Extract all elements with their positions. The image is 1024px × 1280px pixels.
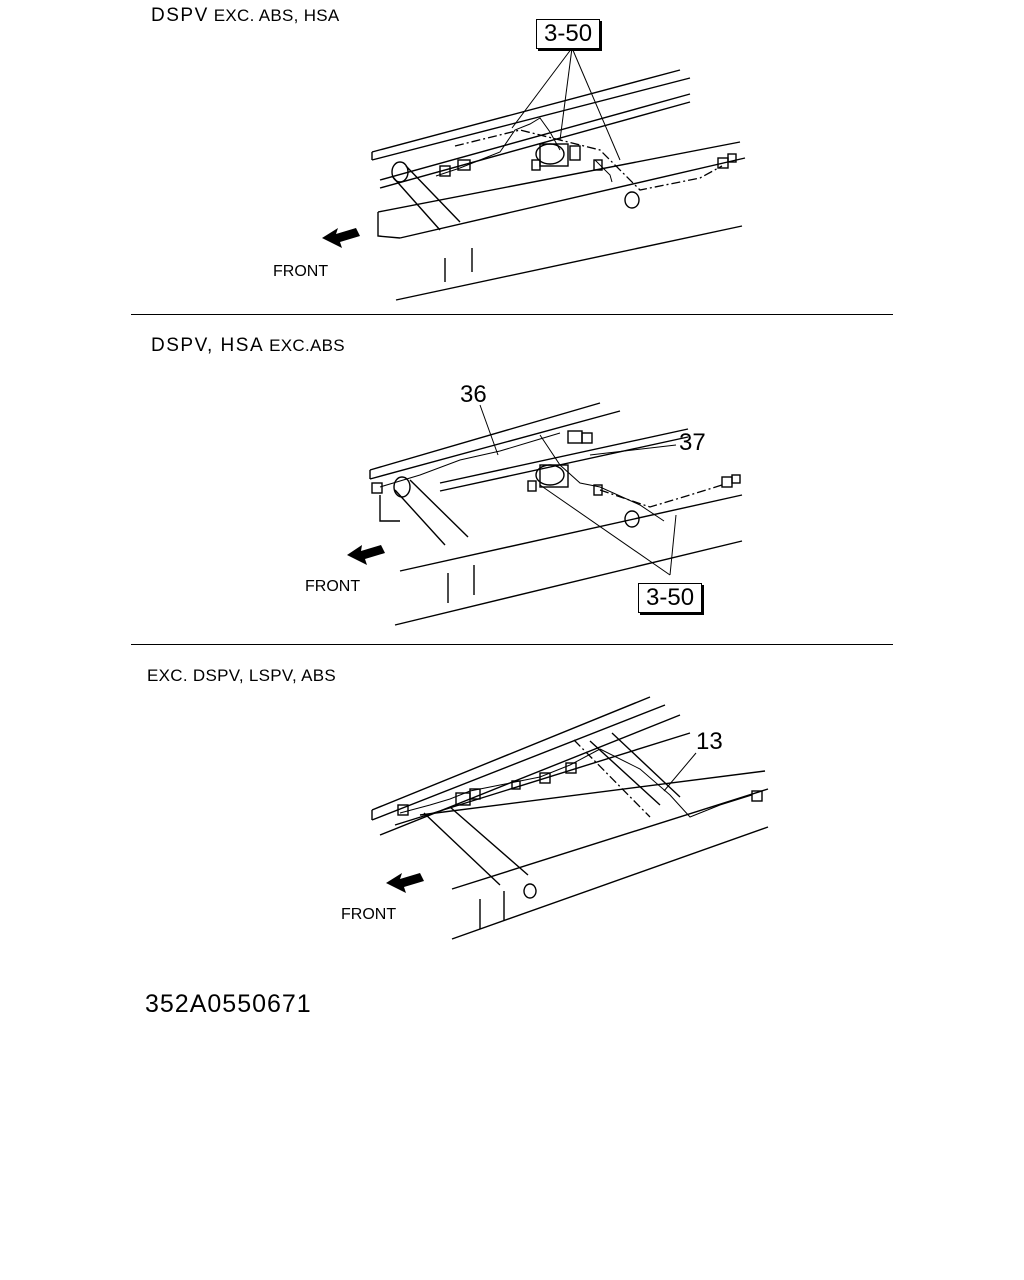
front-arrow-icon xyxy=(386,873,424,893)
panel-heading: DSPV EXC. ABS, HSA xyxy=(151,5,340,27)
panel-dspv-exc-abs-hsa: DSPV EXC. ABS, HSA xyxy=(0,0,1024,314)
heading-main: DSPV, HSA xyxy=(151,335,265,356)
front-label: FRONT xyxy=(305,578,361,595)
panel-divider xyxy=(131,644,893,645)
front-label: FRONT xyxy=(341,906,397,923)
panel-heading: EXC. DSPV, LSPV, ABS xyxy=(147,666,336,686)
frame-diagram-3 xyxy=(371,696,769,940)
front-label: FRONT xyxy=(273,263,329,280)
front-arrow-icon xyxy=(347,545,385,565)
front-arrow-icon xyxy=(322,228,360,248)
panel-heading: DSPV, HSA EXC.ABS xyxy=(151,335,345,357)
panel-exc-dspv-lspv-abs: EXC. DSPV, LSPV, ABS xyxy=(0,645,1024,975)
callout-3-50: 3-50 xyxy=(536,19,601,49)
callout-13: 13 xyxy=(696,728,723,755)
heading-main: EXC. DSPV, LSPV, ABS xyxy=(147,666,337,685)
panel-divider xyxy=(131,314,893,315)
callout-3-50: 3-50 xyxy=(638,583,703,613)
frame-diagram-1 xyxy=(322,47,746,301)
panel-dspv-hsa-exc-abs: DSPV, HSA EXC.ABS xyxy=(0,315,1024,645)
heading-main: DSPV xyxy=(151,5,209,26)
heading-sub: EXC.ABS xyxy=(269,336,345,355)
callout-36: 36 xyxy=(460,381,487,408)
heading-sub: EXC. ABS, HSA xyxy=(213,6,340,25)
frame-diagram-2 xyxy=(347,402,743,626)
callout-37: 37 xyxy=(679,429,706,456)
document-code: 352A0550671 xyxy=(145,990,312,1018)
